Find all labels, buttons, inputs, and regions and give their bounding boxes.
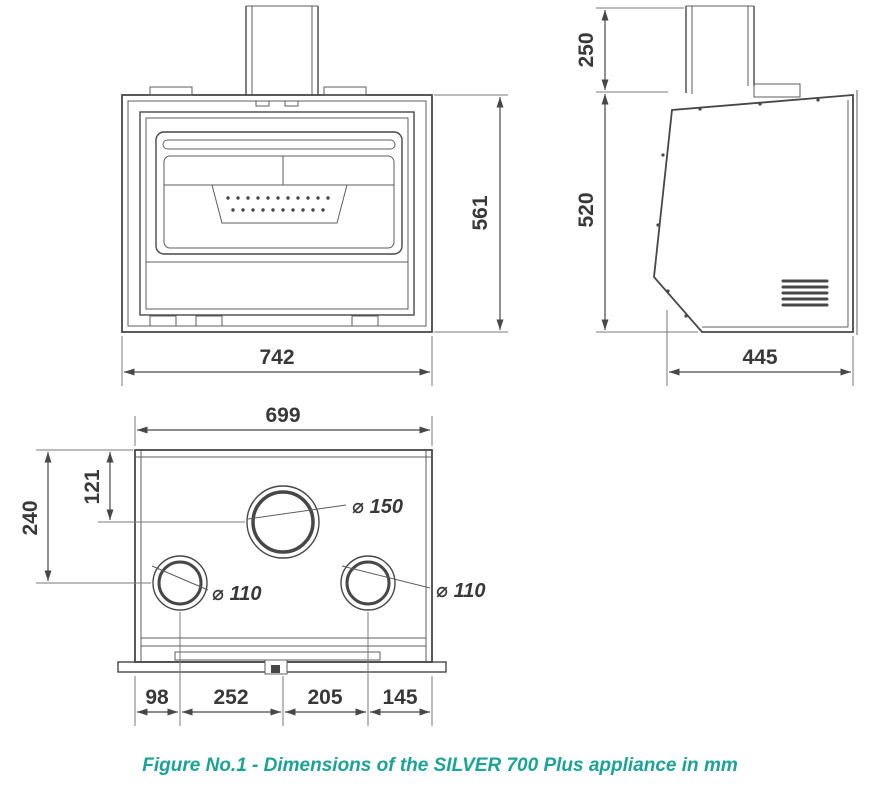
front-view-dimensions: 561 742 xyxy=(121,94,508,386)
dim-spacing-4: 145 xyxy=(382,686,417,709)
front-foot xyxy=(351,315,379,327)
front-door-frame xyxy=(139,111,415,316)
dim-spacing-2: 252 xyxy=(213,686,248,709)
front-vent-holes xyxy=(226,196,330,212)
front-top-tab-left xyxy=(149,86,193,96)
figure-caption: Figure No.1 - Dimensions of the SILVER 7… xyxy=(142,755,738,776)
right-port-leader-line xyxy=(341,565,431,589)
dim-body-height: 520 xyxy=(575,192,598,227)
dim-spacing-3: 205 xyxy=(307,686,342,709)
dim-spacing-1: 98 xyxy=(145,686,169,709)
front-top-tab-right xyxy=(323,86,367,96)
label-right-port-diameter: ⌀ 110 xyxy=(436,580,485,602)
side-screws xyxy=(656,98,820,318)
front-glass-frame xyxy=(155,131,403,255)
side-vent-grille xyxy=(781,279,829,307)
top-view: ⌀ 150 ⌀ 110 ⌀ 110 xyxy=(117,449,485,675)
dim-flue-offset: 121 xyxy=(81,469,104,504)
front-door-handle xyxy=(162,139,396,150)
dim-front-width: 742 xyxy=(259,346,294,369)
front-foot xyxy=(195,315,223,327)
side-view-dimensions: 250 520 445 xyxy=(575,7,854,386)
side-body-outline xyxy=(653,94,854,333)
flue-leader-line xyxy=(247,504,347,520)
front-foot xyxy=(149,315,177,327)
side-view xyxy=(653,5,858,335)
label-flue-diameter: ⌀ 150 xyxy=(352,496,403,518)
label-left-port-diameter: ⌀ 110 xyxy=(212,583,261,605)
front-vent-panel xyxy=(211,184,348,224)
left-port-leader-line xyxy=(151,565,209,591)
dim-front-height: 561 xyxy=(469,195,492,230)
dim-top-width: 699 xyxy=(265,404,300,427)
top-left-port xyxy=(152,555,208,611)
front-glass xyxy=(163,155,395,249)
dim-chimney-height: 250 xyxy=(575,32,598,67)
side-flue-collar xyxy=(753,83,801,98)
dim-ports-offset: 240 xyxy=(19,500,42,535)
dim-depth: 445 xyxy=(742,346,777,369)
top-view-dimensions: 699 121 240 98 252 205 145 xyxy=(19,404,433,726)
front-body-outline xyxy=(121,94,433,333)
top-right-port xyxy=(340,555,396,611)
top-flue-opening xyxy=(246,485,320,559)
front-view xyxy=(121,5,433,333)
